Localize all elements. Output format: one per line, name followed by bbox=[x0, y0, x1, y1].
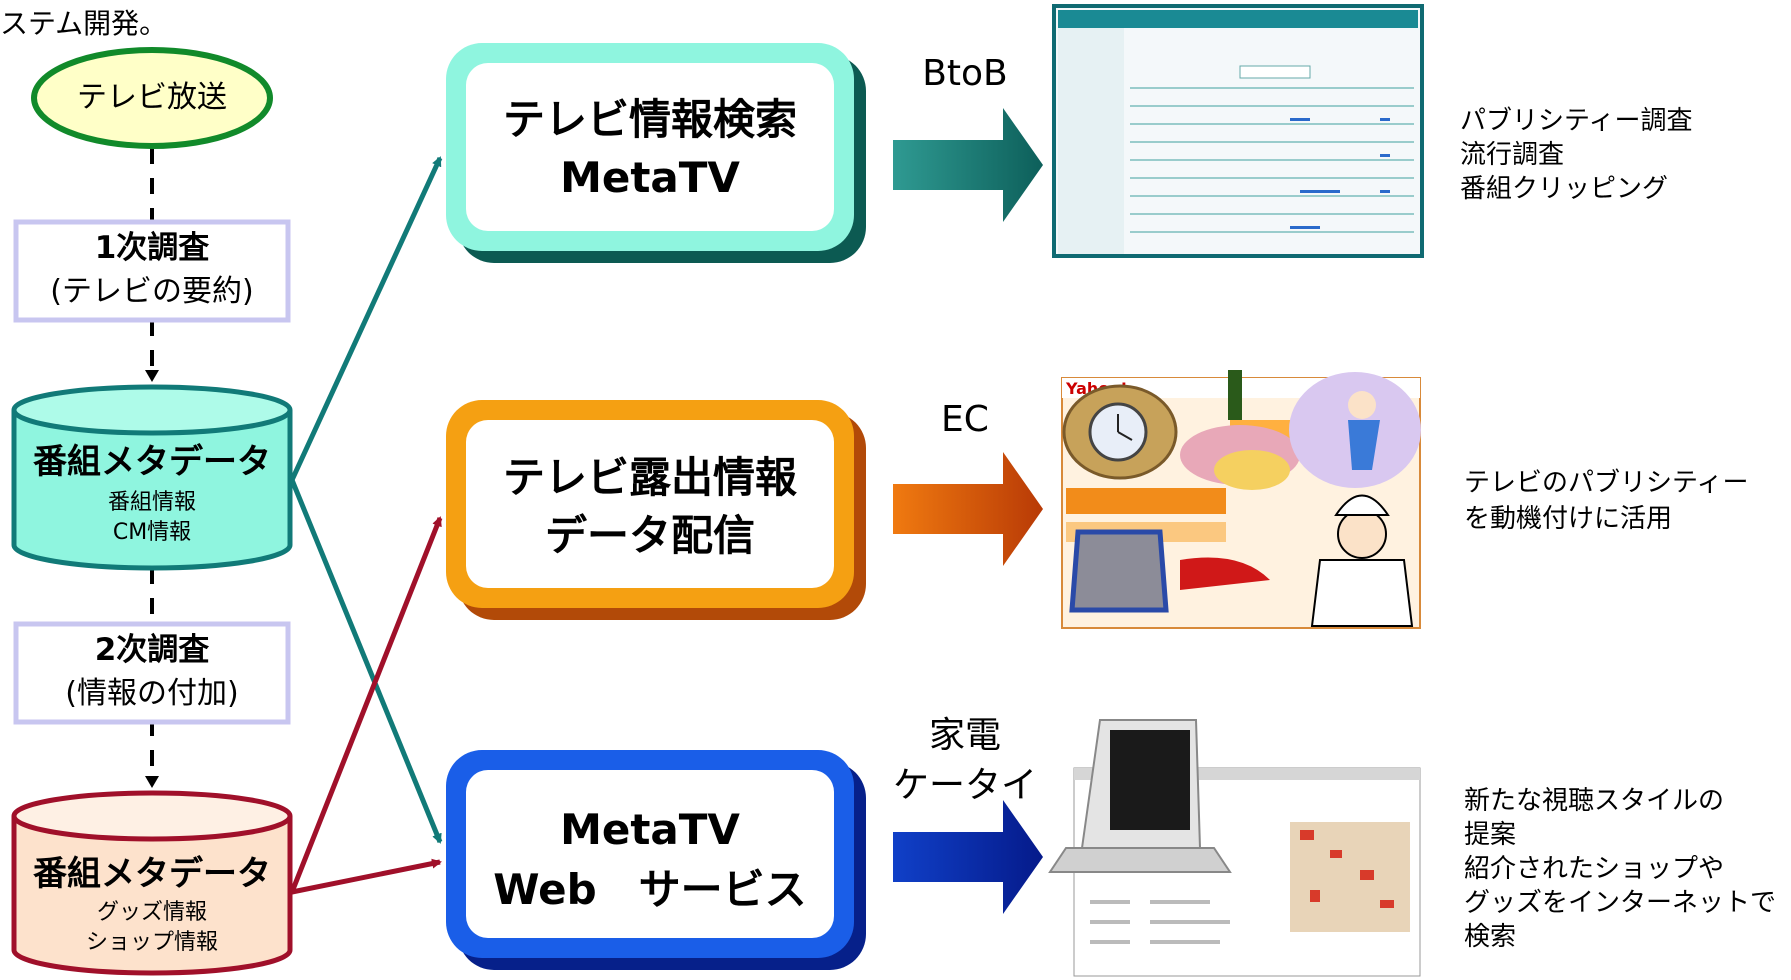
db1-cylinder bbox=[11, 384, 293, 571]
header-fragment: ステム開発。 bbox=[0, 7, 168, 40]
desc-2-line-2: を動機付けに活用 bbox=[1464, 504, 1673, 534]
service1-title: テレビ情報検索 bbox=[502, 95, 797, 144]
survey2-subtitle: (情報の付加) bbox=[65, 676, 239, 711]
teal-connectors bbox=[289, 156, 443, 844]
desc-3-line-4: グッズをインターネットで bbox=[1464, 888, 1777, 918]
channel-label-appliance: 家電 bbox=[928, 715, 1001, 756]
db1-title: 番組メタデータ bbox=[33, 442, 271, 482]
source-ellipse bbox=[31, 47, 273, 149]
block-arrow-1 bbox=[893, 108, 1043, 222]
survey2-box bbox=[13, 621, 291, 725]
desc-1-line-3: 番組クリッピング bbox=[1460, 174, 1669, 204]
block-arrow-2 bbox=[893, 452, 1043, 566]
desc-3-line-5: 検索 bbox=[1464, 922, 1517, 952]
block-arrow-3 bbox=[893, 800, 1043, 914]
flow-arrowhead-2 bbox=[145, 776, 159, 788]
desc-2-line-1: テレビのパブリシティー bbox=[1464, 468, 1749, 498]
survey2-title: 2次調査 bbox=[94, 632, 210, 668]
survey1-box bbox=[13, 219, 291, 323]
source-label: テレビ放送 bbox=[77, 80, 227, 115]
db2-item-2: ショップ情報 bbox=[85, 930, 218, 955]
db2-item-1: グッズ情報 bbox=[96, 900, 207, 925]
desc-3-line-2: 提案 bbox=[1464, 820, 1517, 850]
service2-subtitle: データ配信 bbox=[544, 511, 755, 560]
red-connectors bbox=[289, 516, 443, 895]
desc-1-line-1: パブリシティー調査 bbox=[1460, 106, 1693, 136]
survey1-subtitle: (テレビの要約) bbox=[50, 274, 254, 309]
channel-label-ec: EC bbox=[941, 399, 989, 440]
screenshot-search-ui bbox=[1052, 4, 1424, 258]
service2-title: テレビ露出情報 bbox=[502, 453, 797, 502]
service-box-1 bbox=[446, 43, 866, 263]
survey1-title: 1次調査 bbox=[94, 230, 210, 266]
service-box-3 bbox=[446, 750, 866, 970]
web-laptop-screenshot bbox=[1048, 719, 1421, 977]
service-box-2 bbox=[446, 400, 866, 620]
flow-arrowhead-1 bbox=[145, 370, 159, 382]
db1-item-1: 番組情報 bbox=[107, 490, 196, 515]
service3-subtitle: Web サービス bbox=[493, 865, 807, 914]
channel-label-btob: BtoB bbox=[922, 53, 1008, 94]
db2-cylinder bbox=[11, 790, 293, 976]
desc-3-line-3: 紹介されたショップや bbox=[1464, 854, 1725, 884]
ec-collage: Yahoo! bbox=[1061, 370, 1421, 629]
service3-title: MetaTV bbox=[560, 805, 740, 854]
desc-1-line-2: 流行調査 bbox=[1460, 140, 1565, 170]
db1-item-2: CM情報 bbox=[112, 520, 192, 545]
desc-3-line-1: 新たな視聴スタイルの bbox=[1464, 786, 1725, 816]
channel-label-mobile: ケータイ bbox=[892, 765, 1037, 806]
db2-title: 番組メタデータ bbox=[33, 854, 271, 894]
service1-subtitle: MetaTV bbox=[560, 153, 740, 202]
